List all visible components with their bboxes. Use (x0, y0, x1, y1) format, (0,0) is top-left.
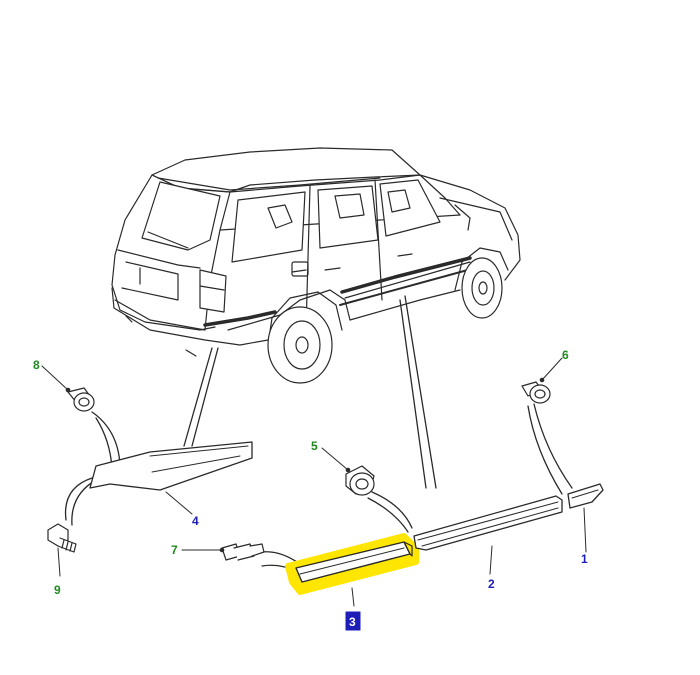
part-1-end-cap[interactable] (567, 483, 604, 509)
callout-2: 2 (488, 577, 495, 591)
part-7-stud[interactable] (221, 543, 265, 561)
part-3-moulding-highlight[interactable] (285, 533, 419, 595)
vehicle-side-trim (340, 256, 472, 294)
part-5-clip[interactable] (345, 465, 375, 496)
callout-1: 1 (581, 552, 588, 566)
leader-lines (64, 295, 573, 573)
vehicle-rear-trim (203, 310, 277, 327)
callout-3: 3 (349, 615, 356, 629)
callout-6: 6 (562, 348, 569, 362)
part-2-side-moulding[interactable] (413, 495, 563, 551)
vehicle-illustration (111, 147, 521, 384)
callout-8: 8 (33, 358, 40, 372)
callout-9: 9 (54, 583, 61, 597)
callout-leaders (41, 357, 587, 607)
callout-7: 7 (171, 543, 178, 557)
part-8-clip[interactable] (67, 387, 95, 412)
part-6-clip[interactable] (521, 381, 551, 404)
callout-4: 4 (192, 514, 199, 528)
callout-3-selected[interactable]: 3 (345, 611, 361, 631)
callout-5: 5 (311, 439, 318, 453)
part-4-rear-moulding[interactable] (89, 441, 253, 491)
part-9-bolt[interactable] (47, 523, 77, 553)
